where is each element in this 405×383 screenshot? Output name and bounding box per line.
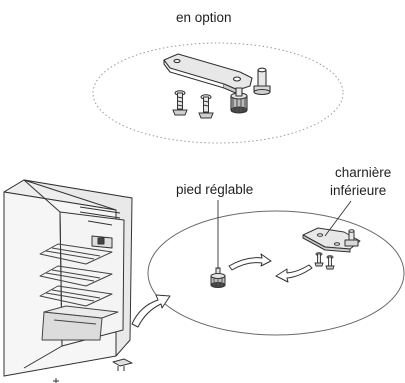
lower-hinge-label-line1: charnière	[335, 165, 392, 180]
rotate-arrow-icon	[228, 253, 272, 271]
lower-hinge-icon	[302, 227, 361, 253]
screw-icon	[314, 252, 324, 267]
screw-icon	[325, 255, 335, 270]
screw-icon	[172, 90, 188, 116]
lower-hinge-label-line2: inférieure	[330, 183, 387, 198]
rotate-arrow-icon	[275, 264, 313, 283]
hinge-leader-line	[324, 200, 352, 237]
optional-label: en option	[176, 10, 232, 25]
adjustable-foot-icon	[210, 267, 226, 288]
optional-parts-zone	[92, 42, 344, 144]
hinge-bracket-icon	[163, 53, 271, 114]
adjustable-foot-label: pied réglable	[176, 182, 254, 197]
screw-icon	[198, 94, 214, 119]
floor-zone	[147, 210, 405, 336]
rotate-arrow-icon	[131, 294, 171, 328]
fridge-icon	[3, 179, 133, 383]
